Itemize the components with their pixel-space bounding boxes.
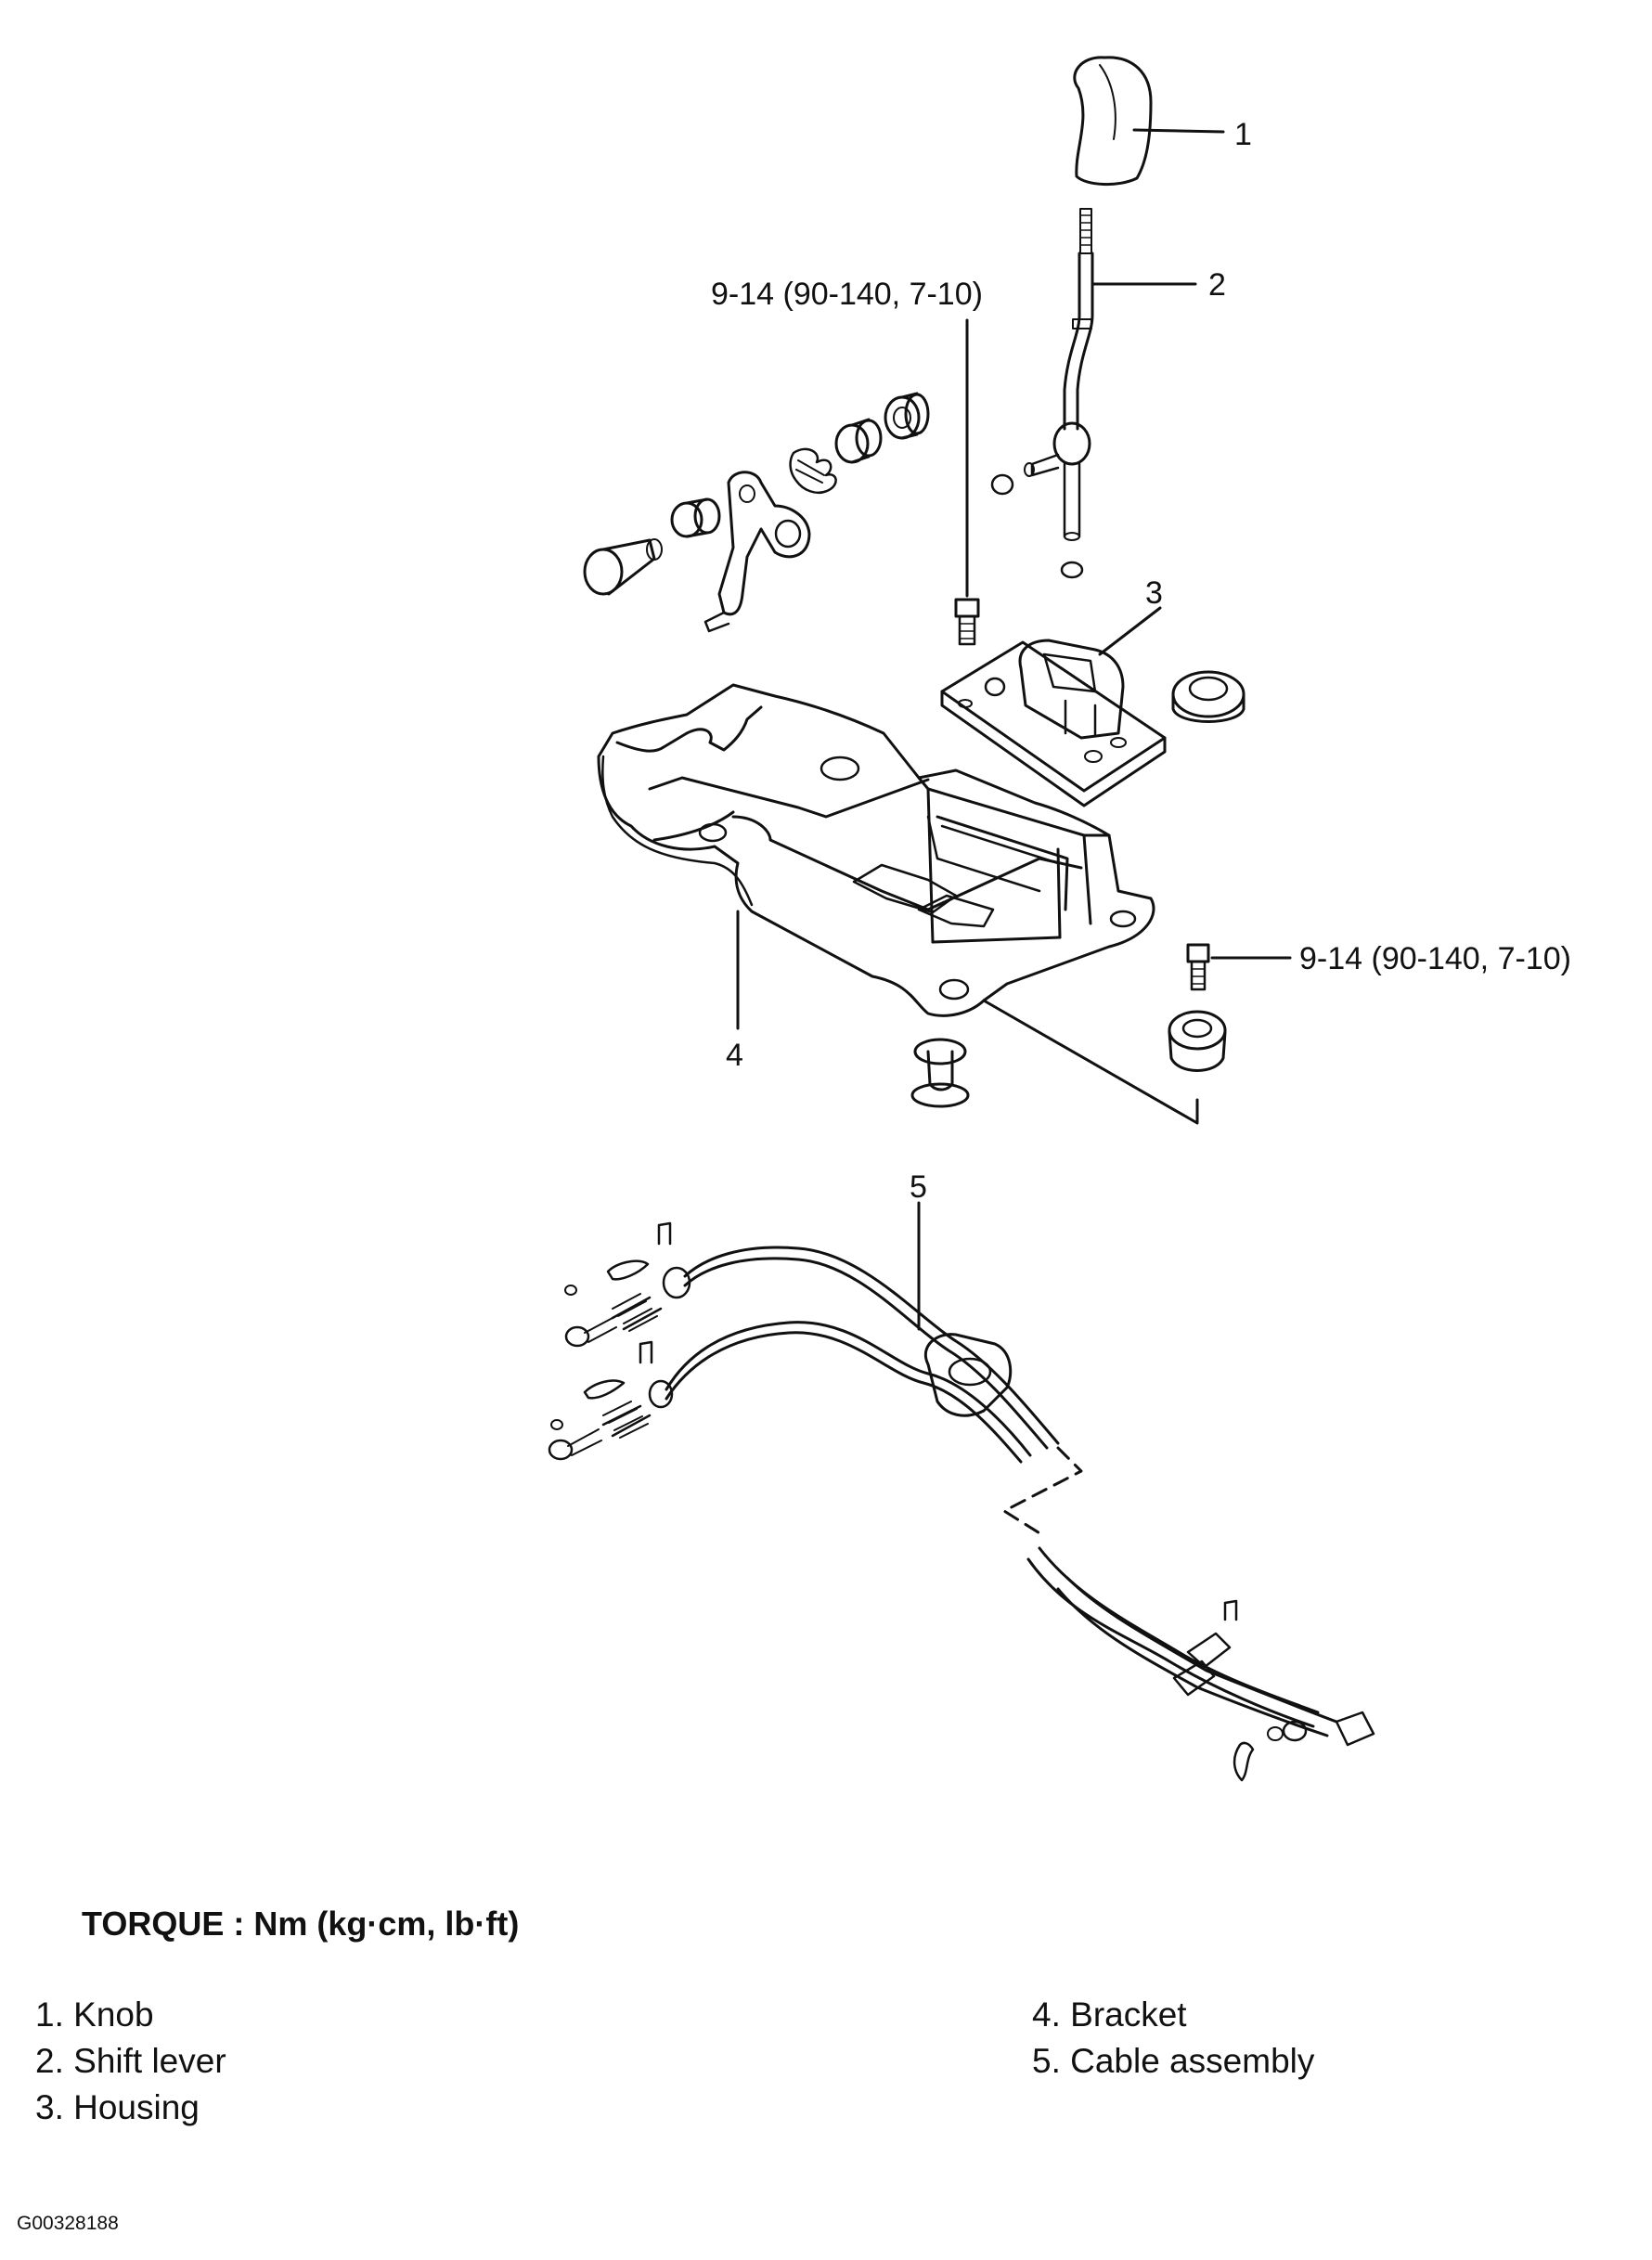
callout-4: 4 (726, 1038, 743, 1073)
figure-id: G00328188 (17, 2213, 119, 2234)
legend-left: 1. Knob 2. Shift lever 3. Housing (35, 1992, 226, 2131)
legend-item: 5. Cable assembly (1032, 2042, 1315, 2080)
collar-part (884, 392, 930, 440)
leader-line-bracket-mounts (982, 999, 1199, 1125)
legend-item: 3. Housing (35, 2088, 200, 2126)
legend-item: 1. Knob (35, 1995, 154, 2034)
shift-arm-part (703, 471, 811, 633)
legend-item: 2. Shift lever (35, 2042, 226, 2080)
mount-cushion (1168, 1010, 1227, 1072)
torque-units-note: TORQUE : Nm (kg·cm, lb·ft) (82, 1905, 520, 1943)
leader-line-3 (1098, 606, 1162, 656)
pin-part (583, 538, 663, 596)
torque-spec-lower: 9-14 (90-140, 7-10) (1299, 941, 1571, 976)
torque-spec-upper: 9-14 (90-140, 7-10) (711, 277, 983, 312)
bolt-upper (954, 598, 980, 646)
shift-lever-part (990, 208, 1094, 579)
callout-1: 1 (1234, 117, 1252, 152)
knob-part (1073, 56, 1153, 187)
callout-3: 3 (1145, 575, 1163, 611)
bracket-part (597, 683, 1155, 1017)
cable-assembly-part (548, 1221, 1375, 1782)
grommet-part (1171, 670, 1245, 723)
exploded-parts-diagram (548, 56, 1375, 1782)
mount-collar (910, 1038, 970, 1108)
callout-2: 2 (1208, 267, 1226, 303)
spring-part (789, 447, 837, 495)
housing-part (940, 639, 1167, 807)
bushing-left (670, 497, 721, 538)
leader-line-1 (1132, 128, 1225, 134)
bushing-right (834, 418, 883, 464)
bolt-lower (1186, 943, 1210, 991)
legend-right: 4. Bracket 5. Cable assembly (1032, 1992, 1314, 2085)
legend-item: 4. Bracket (1032, 1995, 1187, 2034)
callout-5: 5 (910, 1169, 927, 1205)
